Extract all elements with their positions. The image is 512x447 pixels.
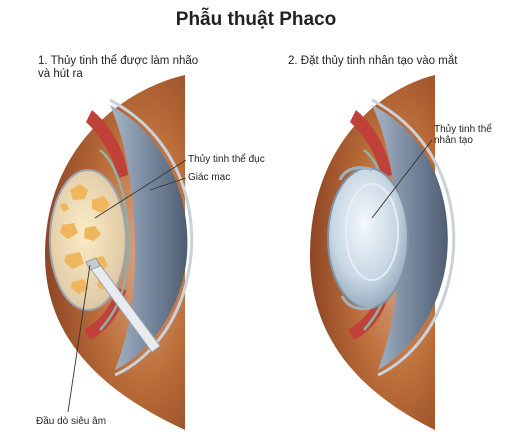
- right-iris-upper: [350, 110, 392, 178]
- diagram-title: Phẫu thuật Phaco: [175, 9, 337, 30]
- label-cornea: Giác mạc: [188, 172, 231, 183]
- leader-cornea: [149, 177, 187, 191]
- artificial-lens-highlight: [345, 183, 399, 281]
- label-cloudy-lens: Thủy tinh thể đục: [188, 154, 265, 165]
- leader-cloudy-lens: [94, 159, 187, 219]
- artificial-lens: [327, 167, 409, 309]
- left-capsule: [99, 149, 130, 331]
- right-eye: [310, 75, 456, 430]
- label-ultrasound-tip: Đầu dò siêu âm: [36, 416, 107, 427]
- step-1-caption: 1. Thủy tinh thể được làm nhão và hút ra: [38, 55, 198, 81]
- step-1-line-2: và hút ra: [38, 68, 83, 80]
- lens-haptic-top: [338, 166, 373, 181]
- right-cornea: [372, 105, 448, 370]
- lens-haptic-bottom: [340, 295, 375, 311]
- left-eye: [45, 75, 194, 430]
- leader-artificial-lens: [371, 139, 433, 219]
- step-1-line-1: 1. Thủy tinh thể được làm nhão: [38, 55, 199, 67]
- leader-ultrasound-tip: [67, 264, 91, 413]
- left-iris-upper: [86, 110, 128, 178]
- right-cornea-edge: [371, 98, 456, 377]
- label-artificial-lens-line-2: nhân tạo: [434, 135, 473, 146]
- leader-lines: [67, 139, 433, 413]
- left-cornea-edge: [109, 98, 194, 377]
- step-2-caption: 2. Đặt thủy tinh nhân tạo vào mắt: [288, 55, 457, 68]
- label-artificial-lens: Thủy tinh thể nhân tạo: [434, 124, 492, 146]
- label-artificial-lens-line-1: Thủy tinh thể: [434, 124, 492, 135]
- step-2-line-1: 2. Đặt thủy tinh nhân tạo vào mắt: [288, 55, 458, 67]
